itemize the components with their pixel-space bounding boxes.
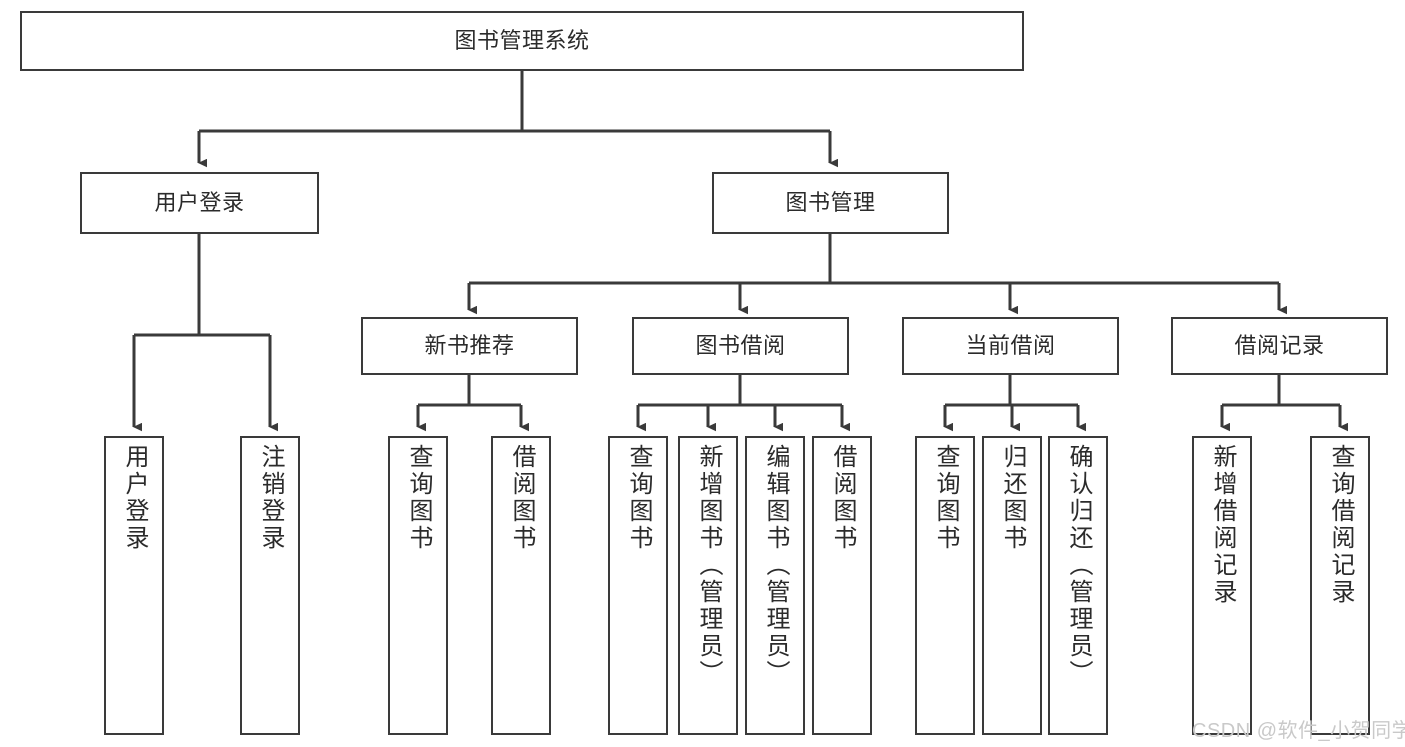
leaf-borrow-book-new-label: 借阅图书 <box>508 444 535 552</box>
leaf-query-book-new-label: 查询图书 <box>405 444 432 552</box>
node-book-borrow-label: 图书借阅 <box>695 333 786 359</box>
node-root[interactable]: 图书管理系统 <box>20 11 1024 71</box>
leaf-query-book-current[interactable]: 查询图书 <box>915 436 975 735</box>
leaf-confirm-return-admin[interactable]: 确认归还（管理员） <box>1048 436 1108 735</box>
leaf-add-book-admin-label: 新增图书（管理员） <box>695 444 722 687</box>
node-current-borrow[interactable]: 当前借阅 <box>902 317 1119 375</box>
leaf-edit-book-admin[interactable]: 编辑图书（管理员） <box>745 436 805 735</box>
leaf-query-book-current-label: 查询图书 <box>932 444 959 552</box>
leaf-confirm-return-admin-label: 确认归还（管理员） <box>1065 444 1092 687</box>
node-user-login[interactable]: 用户登录 <box>80 172 319 234</box>
node-book-management-label: 图书管理 <box>785 190 876 216</box>
leaf-borrow-book-label: 借阅图书 <box>829 444 856 552</box>
leaf-return-book-label: 归还图书 <box>999 444 1026 552</box>
node-book-management[interactable]: 图书管理 <box>712 172 949 234</box>
node-borrow-records[interactable]: 借阅记录 <box>1171 317 1388 375</box>
leaf-edit-book-admin-label: 编辑图书（管理员） <box>762 444 789 687</box>
node-new-book-recommend-label: 新书推荐 <box>424 333 515 359</box>
leaf-logout[interactable]: 注销登录 <box>240 436 300 735</box>
leaf-borrow-book[interactable]: 借阅图书 <box>812 436 872 735</box>
leaf-query-book-borrow[interactable]: 查询图书 <box>608 436 668 735</box>
leaf-add-borrow-record-label: 新增借阅记录 <box>1209 444 1236 606</box>
leaf-user-login-label: 用户登录 <box>121 444 148 552</box>
leaf-query-borrow-record-label: 查询借阅记录 <box>1327 444 1354 606</box>
node-borrow-records-label: 借阅记录 <box>1234 333 1325 359</box>
node-user-login-label: 用户登录 <box>154 190 245 216</box>
leaf-logout-label: 注销登录 <box>257 444 284 552</box>
leaf-borrow-book-new[interactable]: 借阅图书 <box>491 436 551 735</box>
leaf-add-book-admin[interactable]: 新增图书（管理员） <box>678 436 738 735</box>
node-new-book-recommend[interactable]: 新书推荐 <box>361 317 578 375</box>
node-book-borrow[interactable]: 图书借阅 <box>632 317 849 375</box>
leaf-query-book-borrow-label: 查询图书 <box>625 444 652 552</box>
leaf-return-book[interactable]: 归还图书 <box>982 436 1042 735</box>
node-root-label: 图书管理系统 <box>454 28 590 54</box>
node-current-borrow-label: 当前借阅 <box>965 333 1056 359</box>
leaf-add-borrow-record[interactable]: 新增借阅记录 <box>1192 436 1252 735</box>
leaf-query-borrow-record[interactable]: 查询借阅记录 <box>1310 436 1370 735</box>
leaf-user-login[interactable]: 用户登录 <box>104 436 164 735</box>
leaf-query-book-new[interactable]: 查询图书 <box>388 436 448 735</box>
